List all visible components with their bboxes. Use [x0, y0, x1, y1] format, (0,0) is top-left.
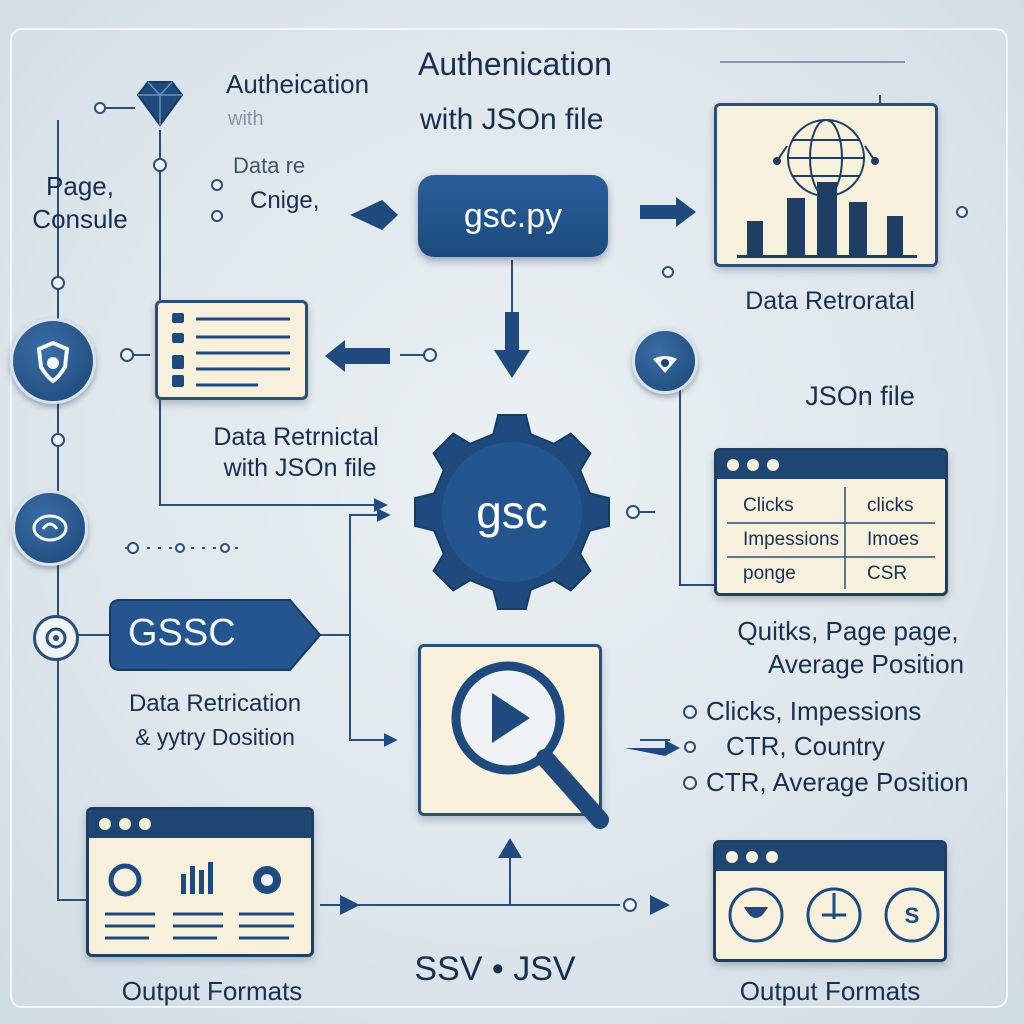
tag-to-gear-line — [318, 508, 391, 636]
arrow-py-to-gear — [494, 312, 530, 378]
json-file-label: JSOn file — [805, 381, 915, 411]
auth-small-label-2: with — [228, 108, 264, 130]
list-card — [155, 300, 308, 400]
table-cell: ponge — [743, 563, 796, 584]
data-retrieval-low-label-1: Data Retrication — [128, 690, 302, 717]
window-titlebar — [89, 810, 311, 838]
data-retrieval-mid-label-2: with JSOn file — [223, 454, 377, 482]
dot — [683, 776, 697, 790]
gsc-py-node[interactable]: gsc.py — [418, 175, 608, 257]
shield-icon[interactable] — [10, 318, 96, 404]
data-retrieval-top-label: Data Retroratal — [745, 287, 915, 315]
output-window-left — [86, 807, 314, 957]
table-cell: Clicks — [743, 495, 794, 516]
pin-icon[interactable] — [632, 328, 698, 394]
tag-to-search-line — [349, 635, 398, 747]
arrow-to-list — [325, 340, 390, 372]
arrow-to-output-left — [340, 895, 360, 915]
arrow-to-output-right — [650, 895, 670, 915]
list-icon — [172, 313, 290, 387]
page-console-label-1: Page, — [46, 171, 114, 201]
metrics-label-1: Quitks, Page page, — [737, 616, 959, 646]
data-retrieval-low-label-2: & yytry Dosition — [135, 724, 295, 750]
auth-big-label-1: Authenication — [418, 46, 612, 82]
dot — [684, 741, 696, 753]
dot — [683, 705, 697, 719]
table-cell: Imoes — [867, 529, 919, 550]
globe-chart-card — [714, 103, 938, 267]
output-formats-left-label: Output Formats — [121, 976, 303, 1006]
arrow-to-py — [350, 200, 398, 230]
auth-small-label-1: Autheication — [226, 69, 370, 99]
dot — [423, 348, 437, 362]
swirl-icon[interactable] — [12, 490, 88, 566]
data-retrieval-mid-label-1: Data Retrnictal — [213, 423, 379, 451]
gssc-tag-label[interactable]: GSSC — [128, 612, 236, 654]
dot — [153, 158, 167, 172]
globe-bar-chart-icon — [737, 119, 917, 258]
data-range-label-1: Data re — [233, 153, 306, 178]
gsc-py-label: gsc.py — [463, 196, 563, 235]
list-to-gear-line — [159, 395, 388, 512]
dot — [626, 505, 640, 519]
output-formats-right-label: Output Formats — [739, 976, 921, 1006]
arrow-up-to-search — [498, 838, 522, 858]
dot — [120, 348, 134, 362]
outer-frame — [10, 28, 1008, 1008]
dot — [127, 542, 139, 554]
table-cell: CSR — [867, 563, 908, 584]
ring-icon[interactable] — [33, 615, 79, 661]
dot — [220, 543, 230, 553]
dot — [211, 179, 223, 191]
formats-label: SSV • JSV — [414, 950, 576, 988]
dot — [94, 102, 106, 114]
output-window-right: S — [713, 840, 947, 962]
gsc-gear-label: gsc — [476, 486, 548, 538]
data-range-label-2: Cnige, — [250, 187, 320, 214]
dot — [956, 206, 968, 218]
dot — [662, 266, 674, 278]
dot — [623, 898, 637, 912]
arrow-to-options — [625, 740, 680, 756]
table-cell: clicks — [867, 495, 914, 516]
arrow-to-chart — [640, 197, 696, 227]
dot — [211, 210, 223, 222]
dot — [175, 543, 185, 553]
page-console-label-2: Consule — [32, 204, 128, 234]
metrics-label-2: Average Position — [767, 649, 965, 679]
option-label-2: CTR, Country — [726, 731, 885, 761]
svg-text:S: S — [905, 903, 920, 928]
right-connector-line — [670, 359, 716, 586]
option-label-3: CTR, Average Position — [706, 767, 969, 797]
dot — [51, 276, 65, 290]
table-cell: Impessions — [743, 529, 840, 550]
window-titlebar — [717, 451, 945, 479]
window-titlebar — [716, 843, 944, 871]
auth-big-label-2: with JSOn file — [420, 103, 604, 136]
search-card — [418, 644, 602, 816]
dot — [51, 433, 65, 447]
option-label-1: Clicks, Impessions — [706, 696, 922, 726]
